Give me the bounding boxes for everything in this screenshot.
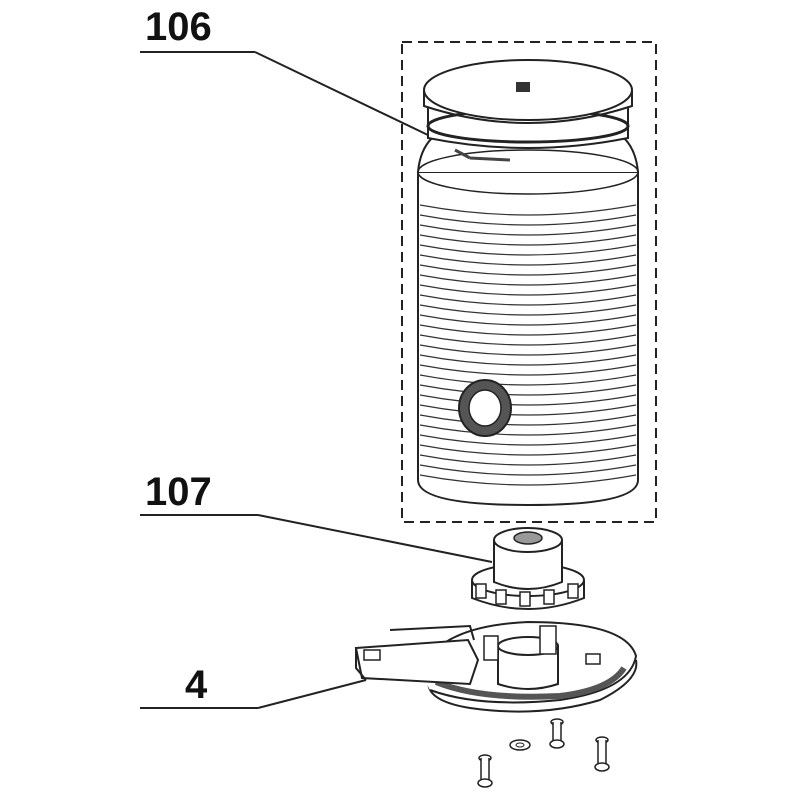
callout-106: 106 — [140, 5, 431, 137]
screw-1 — [549, 718, 565, 749]
screw-3 — [477, 754, 493, 788]
callout-label-4: 4 — [185, 663, 208, 707]
callout-107: 107 — [140, 470, 493, 563]
screws — [477, 718, 610, 788]
jug-ribs — [419, 204, 637, 486]
callout-label-106: 106 — [145, 5, 212, 49]
lid-vent-icon — [516, 82, 530, 92]
screw-2 — [594, 736, 610, 772]
callout-4-leader — [257, 679, 367, 709]
brand-logo-icon — [454, 148, 511, 162]
callout-4: 4 — [140, 663, 367, 709]
callout-107-leader — [257, 514, 493, 563]
base-4 — [354, 620, 638, 713]
callout-label-107: 107 — [145, 470, 212, 514]
milk-jug-106 — [417, 59, 639, 507]
callout-106-leader — [254, 51, 431, 137]
connector-107 — [471, 527, 585, 610]
